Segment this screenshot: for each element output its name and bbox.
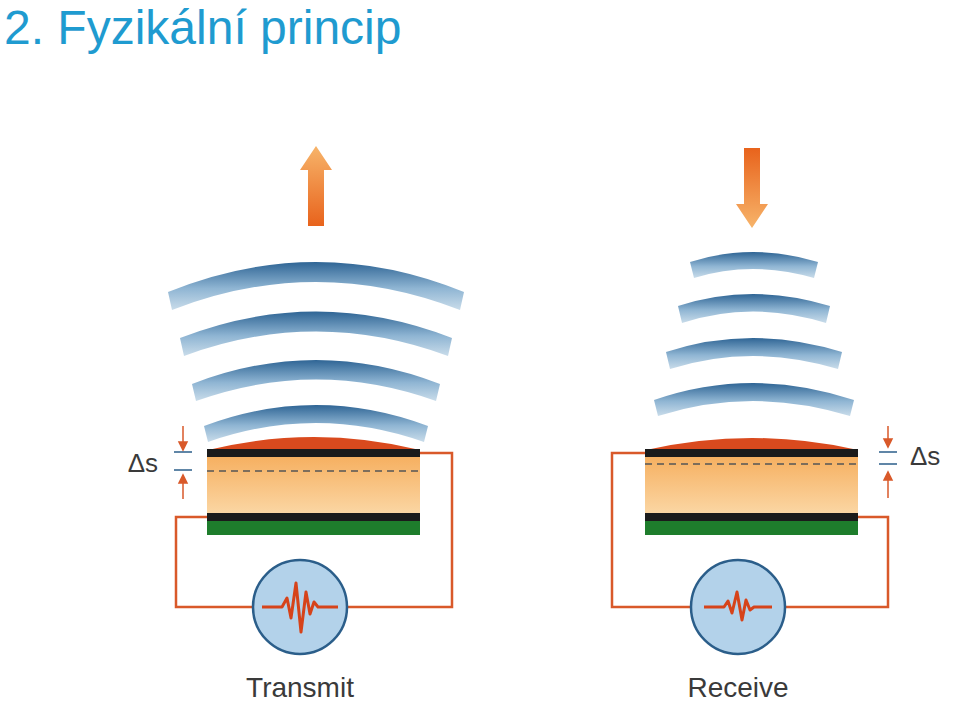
displacement-marker [174, 426, 192, 499]
displacement-label: Δs [128, 450, 158, 476]
transmit-waves [168, 262, 464, 442]
mode-label: Receive [687, 674, 788, 702]
signal-source [253, 560, 347, 654]
signal-detector [691, 560, 785, 654]
mode-label: Transmit [246, 674, 354, 702]
transmit-transducer [207, 437, 420, 535]
displacement-label: Δs [910, 443, 940, 469]
receive-waves [654, 252, 854, 416]
receive-transducer [645, 438, 858, 535]
slide-title: 2. Fyzikální princip [4, 2, 401, 55]
receive-arrow [736, 148, 768, 228]
transmit-arrow [300, 146, 332, 226]
displacement-marker [879, 426, 897, 498]
